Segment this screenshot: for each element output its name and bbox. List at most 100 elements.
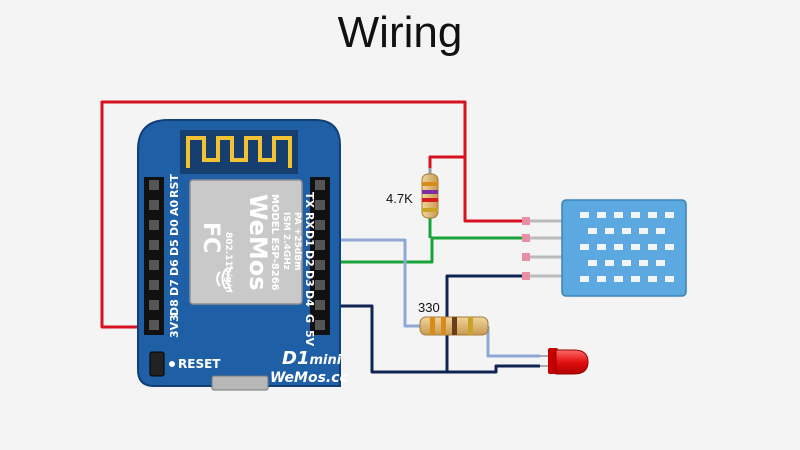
red-led [540,348,589,375]
left-header-pin [149,280,159,290]
sensor-vent [597,212,606,218]
board-name: D1mini [282,348,342,369]
module-pa: PA +25dBm [292,212,302,271]
sensor-vent [631,212,640,218]
led-wire-signal [332,238,424,328]
right-header-pin [315,280,325,290]
sensor-vent [605,260,614,266]
sensor-vent [631,244,640,250]
data-wire [332,215,527,264]
left-pin-header [144,177,164,335]
sensor-vent-grid [580,212,674,282]
led-wire [332,238,540,358]
led-resistor-label: 330 [418,300,440,315]
sensor-vent [597,244,606,250]
right-header-pin [315,260,325,270]
pin-label-d6: D6 [168,259,181,276]
pin-label-d7: D7 [168,279,181,296]
module-standard: 802.11b/g/n [223,232,233,293]
usb-connector [211,375,269,391]
right-header-pin [315,220,325,230]
sensor-vent [665,244,674,250]
sensor-vent [580,212,589,218]
right-header-pin [315,320,325,330]
pin-label-a0: A0 [168,199,181,216]
module-ism: ISM 2.4GHz [281,212,291,270]
sensor-pin-1 [522,217,530,225]
right-header-pin [315,240,325,250]
right-pin-labels: TX RX D1 D2 D3 D4 G 5V [303,192,316,347]
ground-wire [332,274,540,374]
sensor-housing [561,199,687,297]
pin-label-3v3: 3V3 [168,314,181,338]
right-header-pin [315,180,325,190]
left-header-pin [149,300,159,310]
sensor-vent [639,228,648,234]
wifi-signal-icon [216,265,233,293]
sensor-vent [614,276,623,282]
power-wire-pullup [428,155,465,172]
pin-label-d8: D8 [168,299,181,316]
sensor-vent [648,212,657,218]
left-header-pin [149,200,159,210]
sensor-pin-3 [522,253,530,261]
diagram-title: Wiring [337,8,463,57]
sensor-vent [580,276,589,282]
pullup-resistor-label: 4.7K [386,191,413,206]
sensor-vent [665,276,674,282]
board-name-sub: mini [309,353,341,368]
right-pin-header [310,177,330,335]
board-name-main: D1 [282,348,309,369]
pullup-resistor: 4.7K [386,168,439,219]
fcc-logo: FC [198,222,223,253]
sensor-vent [665,212,674,218]
left-header-pin [149,240,159,250]
pin-label-5v: 5V [303,330,316,347]
reset-indicator-icon [169,361,175,367]
ground-wire-sensor [445,274,527,372]
pin-label-d4: D4 [303,290,316,307]
sensor-vent [580,244,589,250]
d1-mini-board: FC WeMos MODEL ESP-8266 ISM 2.4GHz PA +2… [137,119,349,391]
sensor-vent [588,260,597,266]
sensor-vent [656,228,665,234]
sensor-vent [597,276,606,282]
module-brand: WeMos [244,194,272,291]
sensor-vent [656,260,665,266]
sensor-pin-2 [522,234,530,242]
left-header-pin [149,320,159,330]
board-brand: WeMos.cc [270,370,349,386]
pin-label-g: G [303,314,316,323]
left-header-pin [149,180,159,190]
pin-label-d1: D1 [303,230,316,247]
ground-wire-main [332,304,540,374]
power-wire-main [100,100,527,329]
right-header-pin [315,300,325,310]
antenna-trace-icon [186,136,292,168]
sensor-vent [648,276,657,282]
sensor-vent [605,228,614,234]
pin-label-d2: D2 [303,250,316,267]
left-header-pin [149,220,159,230]
data-wire-sensor [332,236,527,264]
led-resistor: 330 [418,300,489,336]
right-header-pin [315,200,325,210]
led-wire-to-led [486,326,540,358]
sensor-vent [648,244,657,250]
pin-label-d0: D0 [168,219,181,236]
left-header-pin [149,260,159,270]
left-pin-labels: RST A0 D0 D5 D6 D7 D8 3V3 [168,174,181,338]
dht-sensor [522,199,687,297]
sensor-vent [614,244,623,250]
pin-label-d5: D5 [168,239,181,256]
sensor-vent [631,276,640,282]
sensor-vent [588,228,597,234]
reset-label: RESET [178,357,221,371]
pin-label-rst: RST [168,174,181,198]
reset-button [149,351,165,377]
sensor-vent [622,260,631,266]
led-body [555,349,589,375]
power-wire [100,100,527,329]
pin-label-d3: D3 [303,270,316,287]
